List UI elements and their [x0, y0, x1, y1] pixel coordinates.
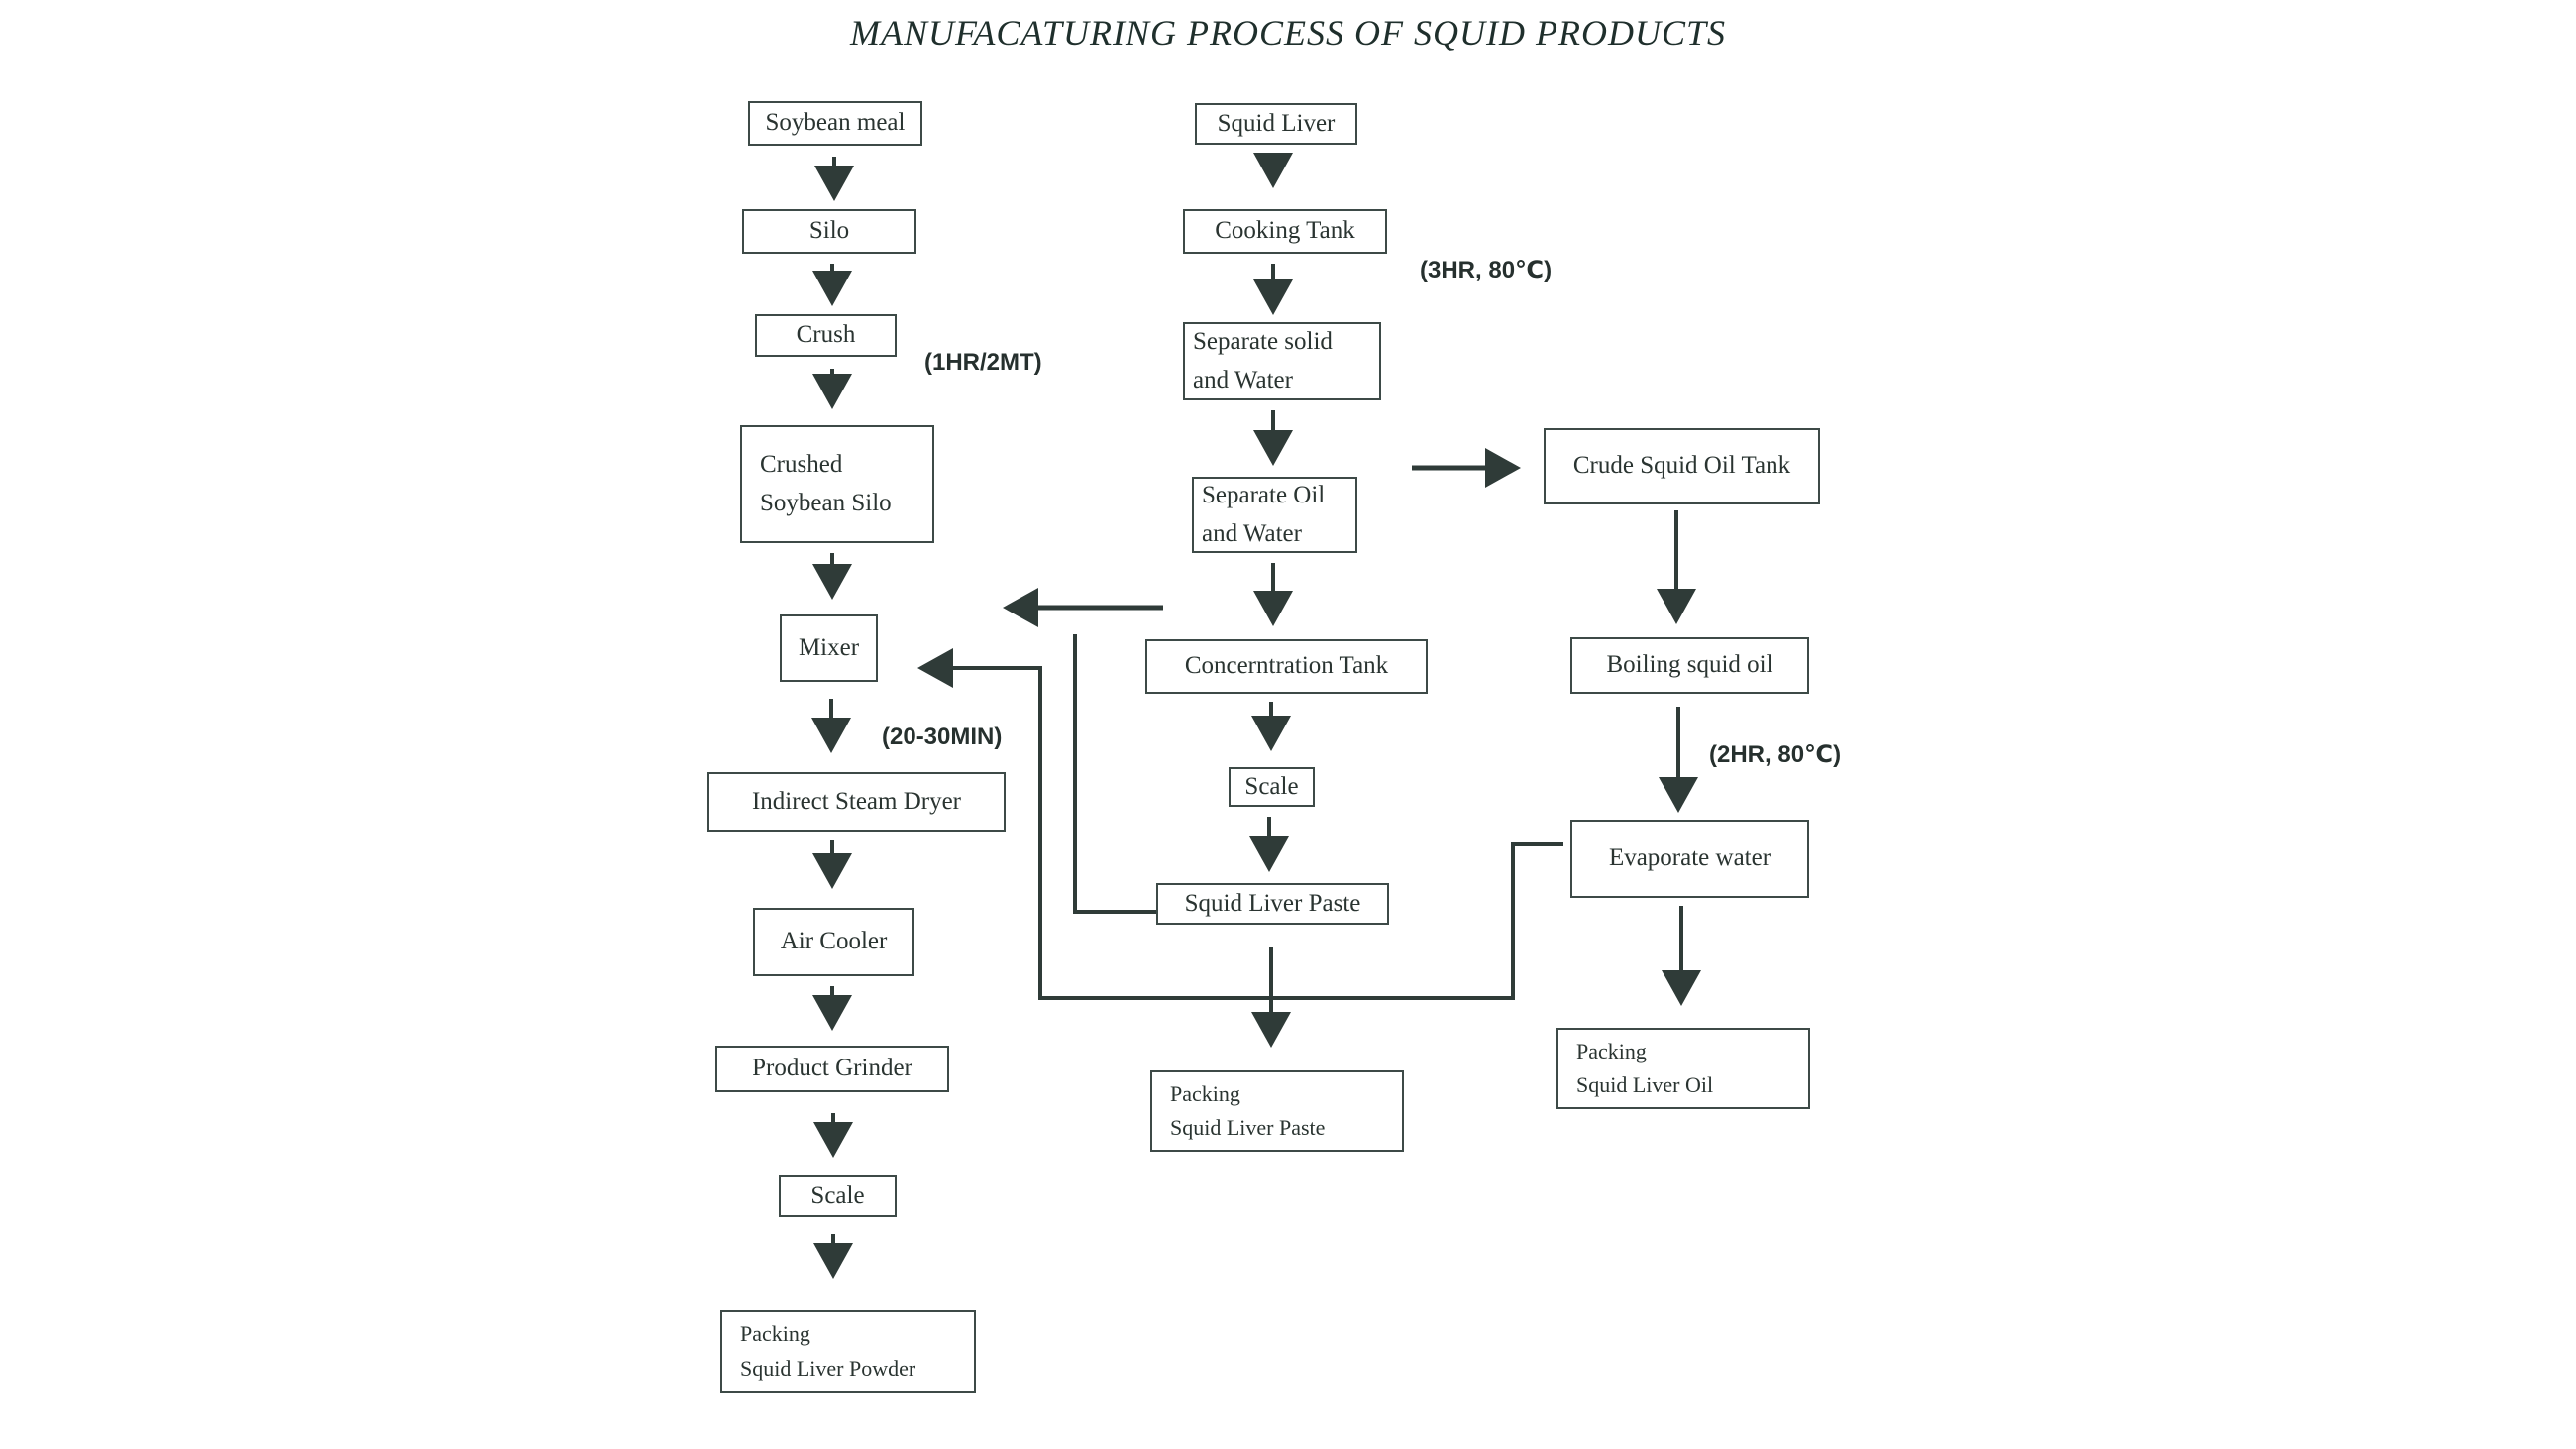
node-label: Mixer: [798, 633, 860, 661]
line-evaporate-return-arrowhead: [917, 648, 953, 688]
diagram-title: MANUFACATURING PROCESS OF SQUID PRODUCTS: [850, 13, 1726, 53]
node-label: Squid Liver Powder: [740, 1355, 916, 1381]
arrow-scale-to-packing-powder-arrowhead: [813, 1243, 853, 1279]
node-boiling-squid-oil: Boiling squid oil: [1570, 637, 1809, 694]
node-product-grinder: Product Grinder: [715, 1046, 949, 1092]
node-packing-oil: Packing Squid Liver Oil: [1556, 1028, 1810, 1109]
node-label: Squid Liver Paste: [1170, 1115, 1326, 1140]
arrow-cooler-to-grinder-arrowhead: [812, 995, 852, 1031]
node-label: Soybean Silo: [760, 489, 892, 516]
arrow-separate-oil-to-concentration-arrowhead: [1253, 591, 1293, 626]
arrow-scale-to-liver-paste-arrowhead: [1249, 836, 1289, 872]
node-crushed-soybean-silo: Crushed Soybean Silo: [740, 425, 934, 543]
node-squid-liver-paste: Squid Liver Paste: [1156, 883, 1389, 925]
node-label: Packing: [740, 1321, 810, 1347]
node-label: Separate solid: [1193, 327, 1333, 355]
node-label: Cooking Tank: [1215, 217, 1355, 245]
node-label: Boiling squid oil: [1606, 651, 1773, 679]
arrow-separate-solid-to-oil-arrowhead: [1253, 430, 1293, 466]
line-evaporate-return: [951, 666, 1563, 1000]
line-liver-paste-return: [1073, 634, 1157, 914]
node-separate-solid-water: Separate solid and Water: [1183, 322, 1381, 400]
arrow-mixer-to-dryer-arrowhead: [811, 718, 851, 753]
node-crude-squid-oil-tank: Crude Squid Oil Tank: [1544, 428, 1820, 504]
node-label: Crude Squid Oil Tank: [1572, 452, 1791, 480]
node-label: Silo: [808, 217, 850, 245]
arrow-dryer-to-cooler-arrowhead: [812, 853, 852, 889]
node-label: Squid Liver Paste: [1184, 889, 1361, 917]
node-concentration-tank: Concerntration Tank: [1145, 639, 1428, 694]
arrow-silo-to-crush-arrowhead: [812, 271, 852, 306]
note-boiling-condition: (2HR, 80℃): [1709, 741, 1842, 768]
node-packing-paste: Packing Squid Liver Paste: [1150, 1070, 1404, 1152]
arrow-crushed-silo-to-mixer-arrowhead: [812, 564, 852, 600]
arrow-liver-paste-to-packing-arrowhead: [1251, 1012, 1291, 1048]
node-mixer: Mixer: [780, 614, 878, 682]
arrow-cooking-to-separate-solid-arrowhead: [1253, 279, 1293, 315]
node-scale-paste: Scale: [1229, 767, 1315, 807]
node-label: Crushed: [760, 450, 843, 478]
node-indirect-steam-dryer: Indirect Steam Dryer: [707, 772, 1006, 832]
node-label: Squid Liver: [1217, 109, 1336, 137]
node-squid-liver: Squid Liver: [1195, 103, 1357, 145]
arrow-separate-oil-to-mixer-arrowhead: [1003, 588, 1038, 627]
node-soybean-meal: Soybean meal: [748, 101, 922, 146]
arrow-boiling-to-evaporate-arrowhead: [1659, 777, 1698, 813]
node-air-cooler: Air Cooler: [753, 908, 914, 976]
arrow-crude-oil-to-boiling-arrowhead: [1657, 589, 1696, 624]
node-label: Soybean meal: [765, 109, 906, 137]
arrow-grinder-to-scale-arrowhead: [813, 1122, 853, 1158]
node-cooking-tank: Cooking Tank: [1183, 209, 1387, 254]
node-label: Product Grinder: [752, 1055, 912, 1082]
node-label: and Water: [1202, 519, 1302, 547]
node-label: Scale: [1244, 772, 1299, 800]
node-label: Concerntration Tank: [1184, 652, 1389, 680]
node-label: Squid Liver Oil: [1576, 1072, 1714, 1097]
node-label: Scale: [810, 1181, 865, 1209]
node-label: Packing: [1576, 1038, 1647, 1063]
node-scale-powder: Scale: [779, 1175, 897, 1217]
node-packing-powder: Packing Squid Liver Powder: [720, 1310, 976, 1393]
arrow-soybean-to-silo-arrowhead: [814, 166, 854, 201]
arrow-separate-to-crude-oil-arrowhead: [1485, 448, 1521, 488]
node-label: Crush: [796, 321, 856, 349]
node-crush: Crush: [755, 314, 897, 357]
node-label: Evaporate water: [1608, 844, 1771, 872]
arrow-liver-to-cooking-arrowhead: [1253, 153, 1293, 188]
arrow-concentration-to-scale-arrowhead: [1251, 716, 1291, 751]
arrow-crush-to-crushed-silo-arrowhead: [812, 374, 852, 409]
note-cooking-condition: (3HR, 80℃): [1420, 257, 1553, 283]
node-label: Separate Oil: [1202, 481, 1326, 508]
node-label: Indirect Steam Dryer: [751, 787, 962, 815]
node-label: Packing: [1170, 1080, 1240, 1106]
node-label: and Water: [1193, 366, 1293, 393]
note-mixing-time: (20-30MIN): [882, 724, 1003, 750]
node-label: Air Cooler: [780, 928, 888, 955]
node-evaporate-water: Evaporate water: [1570, 820, 1809, 898]
node-silo: Silo: [742, 209, 916, 254]
node-separate-oil-water: Separate Oil and Water: [1192, 477, 1357, 553]
note-crush-rate: (1HR/2MT): [924, 349, 1042, 376]
arrow-evaporate-to-packing-oil-arrowhead: [1662, 970, 1701, 1006]
